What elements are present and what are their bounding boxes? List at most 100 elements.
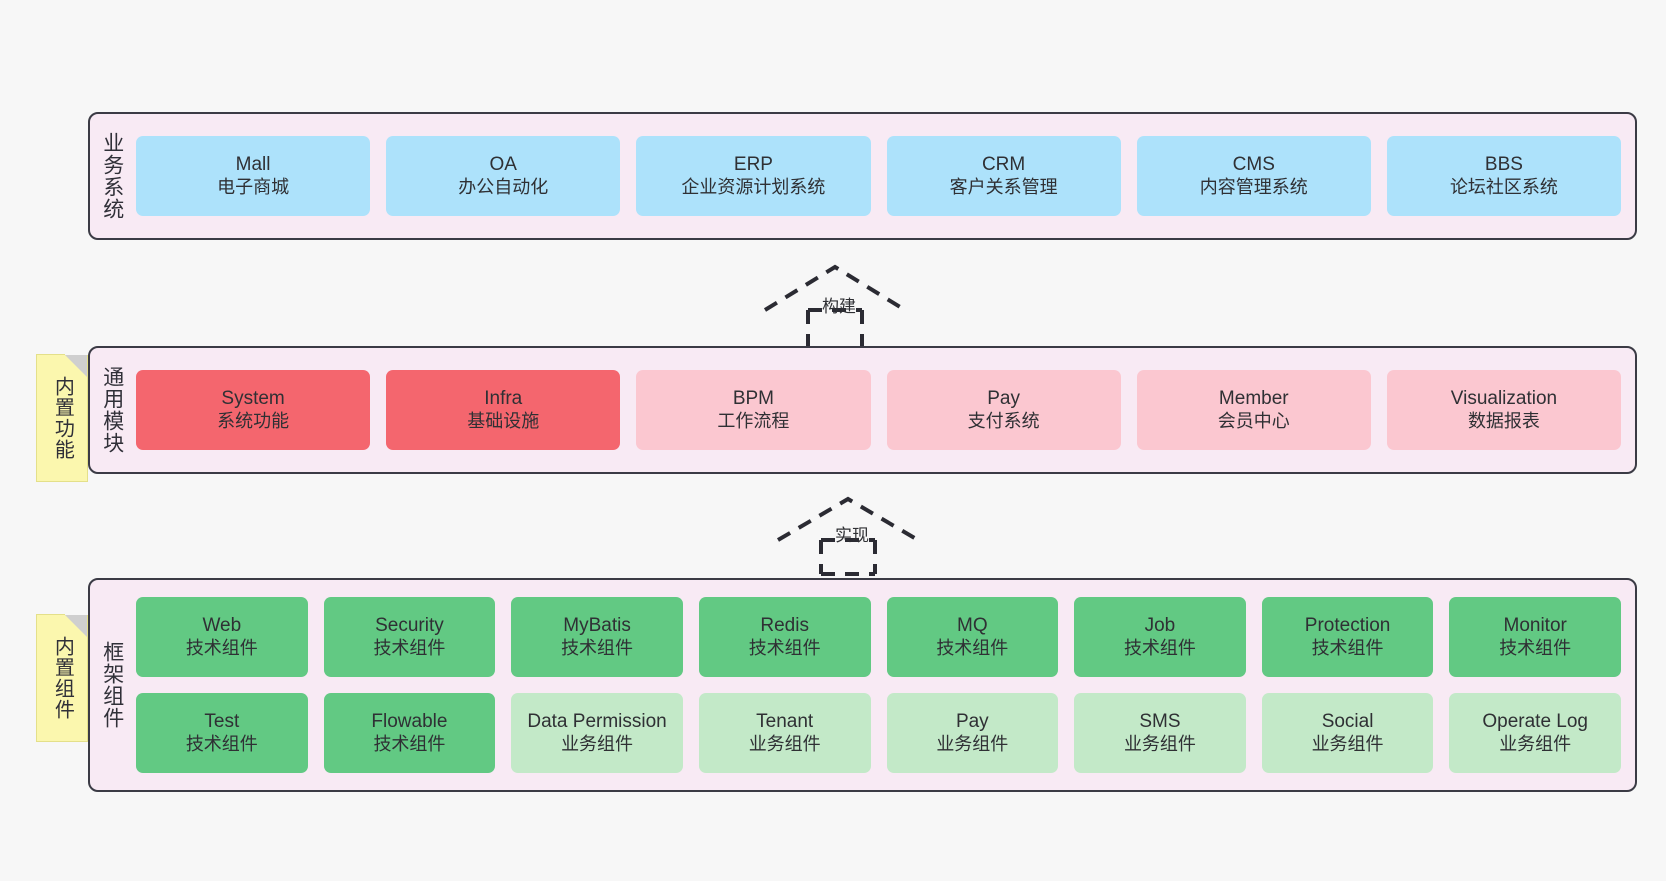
layer-body-common-module: System 系统功能 Infra 基础设施 BPM 工作流程 Pay 支付系统… [134, 348, 1635, 472]
card-title-cn: 业务组件 [1123, 733, 1196, 754]
card-title-en: SMS [1139, 711, 1181, 733]
card-title-en: Member [1218, 388, 1289, 410]
card-title-cn: 业务组件 [748, 733, 821, 754]
card-member[interactable]: Member 会员中心 [1136, 370, 1371, 450]
card-mybatis[interactable]: MyBatis 技术组件 [511, 597, 683, 677]
card-title-cn: 技术组件 [561, 637, 634, 658]
card-title-en: Web [202, 615, 242, 637]
card-title-cn: 企业资源计划系统 [681, 176, 826, 197]
card-security[interactable]: Security 技术组件 [323, 597, 496, 677]
card-title-en: MQ [957, 615, 988, 637]
card-redis[interactable]: Redis 技术组件 [698, 597, 871, 677]
card-title-cn: 内容管理系统 [1199, 176, 1308, 197]
note-builtin-feature: 内置功能 [36, 354, 88, 482]
card-title-en: Redis [760, 615, 809, 637]
card-title-en: BPM [732, 388, 775, 410]
card-row: Mall 电子商城 OA 办公自动化 ERP 企业资源计划系统 CRM 客户关系… [136, 136, 1622, 216]
card-title-cn: 工作流程 [717, 410, 790, 431]
card-title-en: MyBatis [563, 615, 631, 637]
card-system[interactable]: System 系统功能 [136, 370, 371, 450]
card-title-cn: 技术组件 [185, 637, 258, 658]
layer-body-framework-component: Web 技术组件 Security 技术组件 MyBatis 技术组件 Redi… [134, 580, 1635, 790]
layer-common-module[interactable]: 通用模块 System 系统功能 Infra 基础设施 BPM 工作流程 Pay… [88, 346, 1637, 474]
card-title-cn: 技术组件 [185, 733, 258, 754]
triangle-outline [776, 496, 920, 542]
layer-title-common-module: 通用模块 [100, 366, 124, 454]
card-title-en: Visualization [1450, 388, 1558, 410]
card-title-en: Job [1144, 615, 1176, 637]
layer-business-system[interactable]: 业务系统 Mall 电子商城 OA 办公自动化 ERP 企业资源计划系统 CRM… [88, 112, 1637, 240]
card-bbs[interactable]: BBS 论坛社区系统 [1386, 136, 1622, 216]
card-row: System 系统功能 Infra 基础设施 BPM 工作流程 Pay 支付系统… [136, 370, 1622, 450]
layer-title-business-system: 业务系统 [100, 132, 124, 220]
triangle-outline [763, 264, 907, 312]
card-title-cn: 支付系统 [967, 410, 1040, 431]
card-title-cn: 论坛社区系统 [1449, 176, 1558, 197]
card-job[interactable]: Job 技术组件 [1074, 597, 1246, 677]
card-mall[interactable]: Mall 电子商城 [136, 136, 371, 216]
card-monitor[interactable]: Monitor 技术组件 [1449, 597, 1621, 677]
card-title-en: Test [204, 711, 240, 733]
card-row: Test 技术组件 Flowable 技术组件 Data Permission … [136, 693, 1621, 773]
card-title-en: Protection [1304, 615, 1391, 637]
card-title-en: Tenant [756, 711, 814, 733]
card-title-en: Monitor [1503, 615, 1567, 637]
note-label: 内置组件 [51, 636, 74, 720]
card-title-en: Operate Log [1482, 711, 1588, 733]
card-crm[interactable]: CRM 客户关系管理 [886, 136, 1121, 216]
card-test[interactable]: Test 技术组件 [136, 693, 308, 773]
layer-title-framework-component: 框架组件 [100, 641, 124, 729]
card-visualization[interactable]: Visualization 数据报表 [1386, 370, 1622, 450]
card-title-cn: 数据报表 [1467, 410, 1540, 431]
card-title-cn: 业务组件 [1311, 733, 1384, 754]
card-mq[interactable]: MQ 技术组件 [886, 597, 1059, 677]
card-title-en: CRM [981, 154, 1026, 176]
card-pay[interactable]: Pay 支付系统 [886, 370, 1121, 450]
card-sms[interactable]: SMS 业务组件 [1074, 693, 1246, 773]
card-title-cn: 业务组件 [561, 733, 634, 754]
card-title-en: Pay [987, 388, 1020, 410]
note-label: 内置功能 [51, 376, 74, 460]
card-title-cn: 技术组件 [373, 637, 446, 658]
card-title-en: Security [375, 615, 444, 637]
card-erp[interactable]: ERP 企业资源计划系统 [636, 136, 871, 216]
connector-label-build: 构建 [822, 297, 856, 316]
card-bpm[interactable]: BPM 工作流程 [636, 370, 871, 450]
card-title-cn: 技术组件 [936, 637, 1009, 658]
card-title-cn: 技术组件 [748, 637, 821, 658]
card-social[interactable]: Social 业务组件 [1261, 693, 1434, 773]
connector-implement: 实现 [773, 494, 923, 576]
card-title-en: System [221, 388, 285, 410]
card-title-en: BBS [1484, 154, 1523, 176]
card-title-cn: 办公自动化 [458, 176, 549, 197]
card-title-cn: 技术组件 [373, 733, 446, 754]
card-title-cn: 电子商城 [217, 176, 290, 197]
connector-build: 构建 [760, 262, 910, 350]
card-title-en: Mall [235, 154, 271, 176]
card-operate-log[interactable]: Operate Log 业务组件 [1449, 693, 1621, 773]
card-row: Web 技术组件 Security 技术组件 MyBatis 技术组件 Redi… [136, 597, 1621, 677]
card-title-en: CMS [1232, 154, 1275, 176]
card-protection[interactable]: Protection 技术组件 [1261, 597, 1434, 677]
card-tenant[interactable]: Tenant 业务组件 [698, 693, 871, 773]
card-title-cn: 系统功能 [217, 410, 290, 431]
card-title-cn: 业务组件 [936, 733, 1009, 754]
card-infra[interactable]: Infra 基础设施 [386, 370, 621, 450]
card-flowable[interactable]: Flowable 技术组件 [323, 693, 496, 773]
card-title-en: Infra [484, 388, 523, 410]
card-title-cn: 客户关系管理 [949, 176, 1058, 197]
card-title-en: Flowable [371, 711, 448, 733]
card-title-cn: 技术组件 [1311, 637, 1384, 658]
card-pay-business[interactable]: Pay 业务组件 [886, 693, 1059, 773]
card-title-cn: 会员中心 [1217, 410, 1290, 431]
note-builtin-component: 内置组件 [36, 614, 88, 742]
card-data-permission[interactable]: Data Permission 业务组件 [511, 693, 683, 773]
card-web[interactable]: Web 技术组件 [136, 597, 308, 677]
card-cms[interactable]: CMS 内容管理系统 [1136, 136, 1371, 216]
layer-framework-component[interactable]: 框架组件 Web 技术组件 Security 技术组件 MyBatis 技术组件… [88, 578, 1637, 792]
layer-body-business-system: Mall 电子商城 OA 办公自动化 ERP 企业资源计划系统 CRM 客户关系… [134, 114, 1635, 238]
card-title-cn: 业务组件 [1499, 733, 1572, 754]
connector-label-implement: 实现 [835, 526, 869, 545]
card-oa[interactable]: OA 办公自动化 [386, 136, 621, 216]
